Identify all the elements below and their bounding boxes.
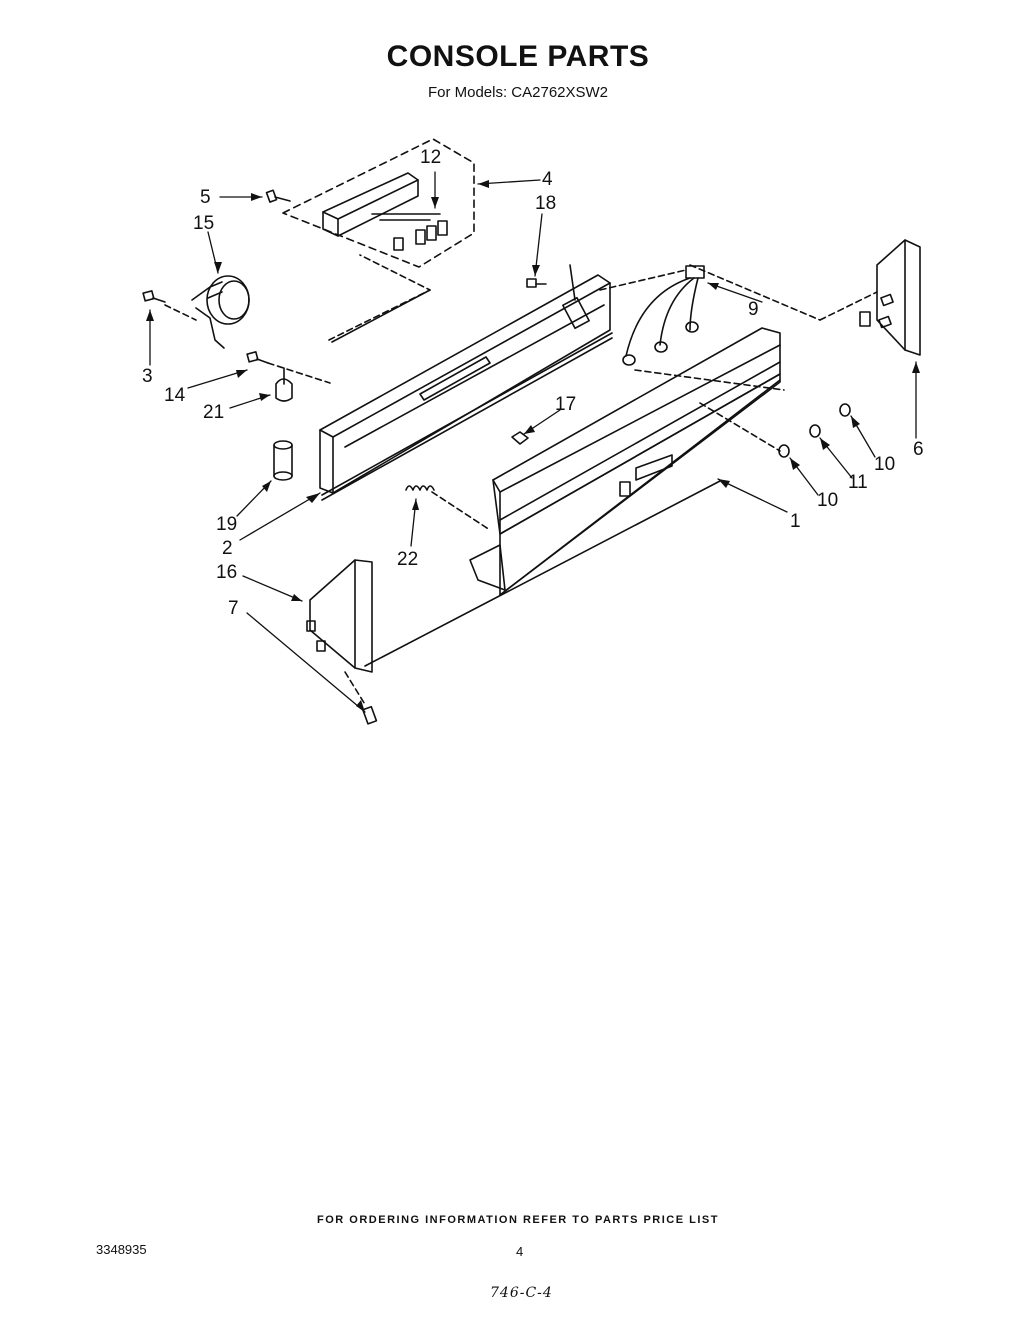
callout-17: 17 — [555, 394, 576, 415]
page-title: CONSOLE PARTS — [386, 40, 650, 73]
callout-14: 14 — [164, 385, 186, 406]
callout-3: 3 — [142, 366, 153, 387]
screw-part-7 — [344, 671, 378, 725]
callout-18: 18 — [535, 193, 556, 214]
callout-labels: 1 2 3 4 5 6 7 9 10 10 11 12 14 15 16 17 … — [142, 147, 924, 619]
screw-part-5 — [265, 189, 291, 203]
clip-part-17 — [511, 431, 529, 445]
timer-motor-part — [191, 275, 250, 349]
front-panel-part — [364, 264, 821, 667]
screw-part-10b — [778, 444, 790, 458]
callout-16: 16 — [216, 562, 237, 583]
ordering-note: FOR ORDERING INFORMATION REFER TO PARTS … — [317, 1214, 719, 1226]
end-cap-left-part — [306, 559, 373, 673]
switch-assembly-part — [282, 138, 475, 268]
callout-9: 9 — [748, 299, 759, 320]
screw-part-18 — [526, 278, 547, 288]
callout-19: 19 — [216, 514, 237, 535]
spring-part-22 — [405, 485, 491, 531]
page-number: 4 — [516, 1244, 524, 1259]
wire-harness-part — [599, 265, 705, 366]
screw-part-14 — [246, 351, 331, 384]
callout-4: 4 — [542, 169, 553, 190]
screw-part-11 — [809, 424, 821, 438]
callout-2: 2 — [222, 538, 233, 559]
callout-5: 5 — [200, 187, 211, 208]
knob-part-19 — [273, 440, 293, 481]
callout-6: 6 — [913, 439, 924, 460]
screw-part-10a — [839, 403, 851, 417]
callout-7: 7 — [228, 598, 239, 619]
leader-arrowheads — [146, 180, 920, 712]
callout-22: 22 — [397, 549, 418, 570]
callout-11: 11 — [848, 472, 868, 493]
clip-part-21 — [275, 367, 293, 402]
callout-10b: 10 — [817, 490, 838, 511]
leader-lines — [149, 171, 917, 713]
callout-15: 15 — [193, 213, 214, 234]
callout-10a: 10 — [874, 454, 895, 475]
callout-21: 21 — [203, 402, 224, 423]
document-number: 3348935 — [96, 1242, 147, 1257]
handwritten-code: 746-C-4 — [490, 1285, 553, 1301]
screw-part-3 — [142, 290, 197, 321]
callout-12: 12 — [420, 147, 441, 168]
model-subtitle: For Models: CA2762XSW2 — [427, 84, 609, 101]
callout-1: 1 — [790, 511, 801, 532]
end-cap-right-part — [819, 239, 921, 356]
rear-panel-part — [319, 254, 613, 501]
